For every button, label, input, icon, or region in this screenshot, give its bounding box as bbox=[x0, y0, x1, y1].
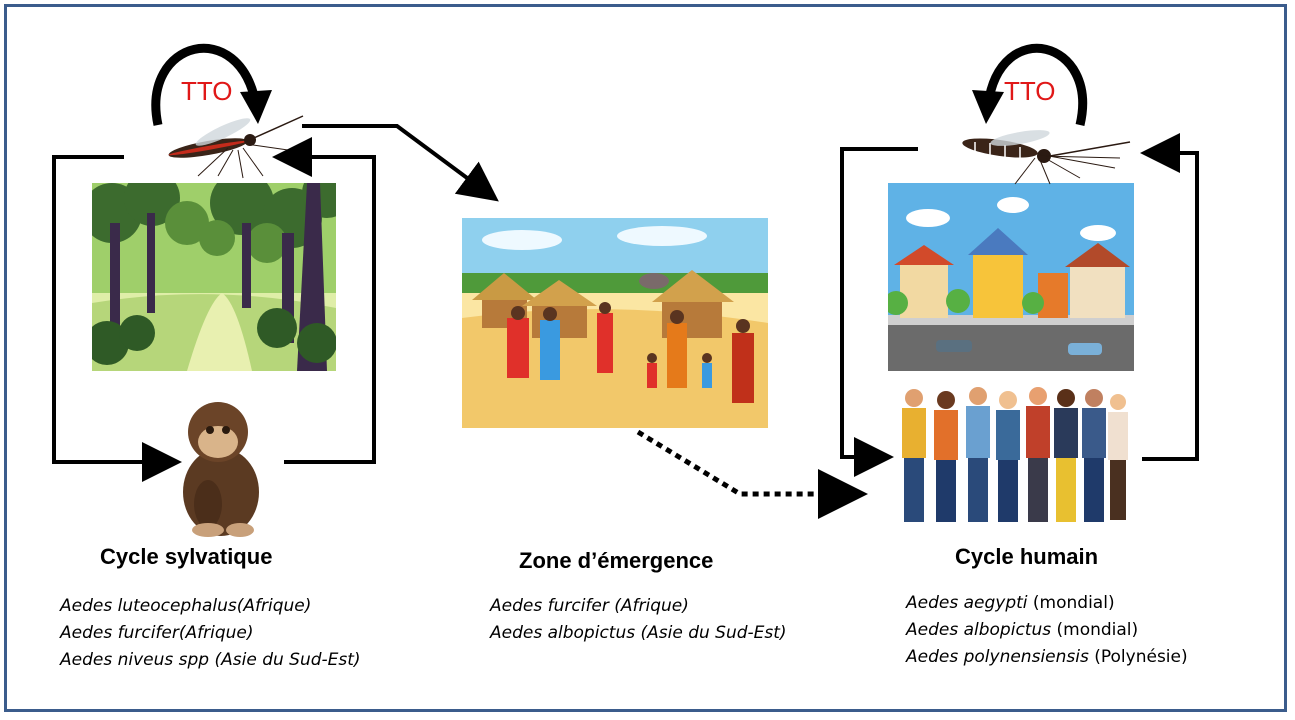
emergence-zone-title: Zone d’émergence bbox=[519, 548, 714, 573]
species-item: Aedes furcifer(Afrique) bbox=[60, 620, 361, 647]
species-item: Aedes albopictus (mondial) bbox=[906, 617, 1188, 644]
species-name: Aedes niveus spp bbox=[60, 650, 210, 670]
tto-sylvatic-arrow bbox=[151, 43, 261, 126]
species-region: (Asie du Sud-Est) bbox=[640, 623, 787, 643]
species-name: Aedes furcifer bbox=[490, 596, 609, 616]
species-item: Aedes polynensiensis (Polynésie) bbox=[906, 644, 1188, 671]
sylvatic-loop-arrow-right bbox=[272, 137, 376, 464]
sylvatic-cycle-title: Cycle sylvatique bbox=[100, 544, 273, 569]
species-region: (Afrique) bbox=[614, 596, 689, 616]
human-loop-arrow-right bbox=[1140, 133, 1199, 461]
village-illustration bbox=[462, 218, 768, 428]
people-group-illustration bbox=[902, 387, 1128, 522]
species-region: (Afrique) bbox=[236, 596, 312, 616]
chimpanzee-illustration bbox=[183, 402, 259, 537]
human-loop-arrow-left bbox=[840, 147, 918, 477]
sylvatic-loop-arrow-left bbox=[52, 155, 182, 482]
species-item: Aedes luteocephalus(Afrique) bbox=[60, 593, 361, 620]
species-name: Aedes albopictus bbox=[490, 623, 636, 643]
tto-human-arrow bbox=[983, 43, 1087, 127]
mosquito-human-illustration bbox=[962, 130, 1131, 185]
species-name: Aedes albopictus bbox=[906, 620, 1052, 640]
spillover-arrow bbox=[302, 124, 499, 202]
mosquito-sylvatic-illustration bbox=[168, 115, 304, 179]
species-region: (Afrique) bbox=[178, 623, 254, 643]
tto-human-label: TTO bbox=[1004, 76, 1056, 106]
species-name: Aedes aegypti bbox=[906, 593, 1028, 613]
city-illustration bbox=[888, 183, 1134, 371]
species-item: Aedes niveus spp (Asie du Sud-Est) bbox=[60, 647, 361, 674]
species-item: Aedes furcifer (Afrique) bbox=[490, 593, 787, 620]
species-region: (mondial) bbox=[1056, 620, 1139, 640]
human-cycle-title: Cycle humain bbox=[955, 544, 1099, 569]
species-name: Aedes luteocephalus bbox=[60, 596, 237, 616]
species-item: Aedes aegypti (mondial) bbox=[906, 590, 1188, 617]
species-region: (Asie du Sud-Est) bbox=[214, 650, 361, 670]
species-item: Aedes albopictus (Asie du Sud-Est) bbox=[490, 620, 787, 647]
species-region: (Polynésie) bbox=[1094, 647, 1188, 667]
forest-illustration bbox=[92, 183, 336, 371]
species-name: Aedes polynensiensis bbox=[906, 647, 1089, 667]
tto-sylvatic-label: TTO bbox=[181, 76, 233, 106]
emergence-to-human-dotted-arrow bbox=[636, 429, 868, 519]
species-name: Aedes furcifer bbox=[60, 623, 179, 643]
human-species-list: Aedes aegypti (mondial) Aedes albopictus… bbox=[906, 590, 1188, 671]
species-region: (mondial) bbox=[1032, 593, 1115, 613]
sylvatic-species-list: Aedes luteocephalus(Afrique) Aedes furci… bbox=[60, 593, 361, 674]
emergence-species-list: Aedes furcifer (Afrique) Aedes albopictu… bbox=[490, 593, 787, 647]
